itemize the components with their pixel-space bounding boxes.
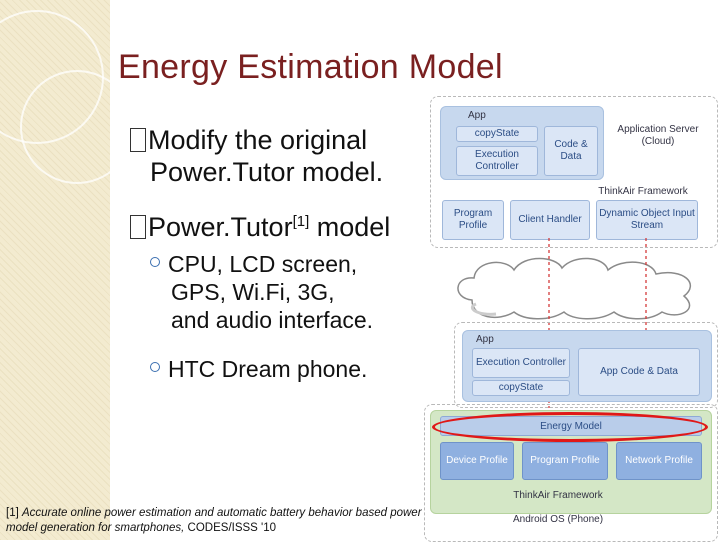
phone-execution-controller-box: Execution Controller	[472, 348, 570, 378]
device-profile-box: Device Profile	[440, 442, 514, 480]
bullet-box-icon	[130, 128, 146, 152]
cloud-shape	[457, 257, 691, 320]
thinkair-architecture-diagram: App copyState Execution Controller Code …	[418, 96, 720, 542]
internet-cloud-icon	[457, 257, 691, 320]
cloud-app-label: App	[468, 110, 486, 121]
cloud-shadow	[470, 302, 497, 316]
cloud-copystate-box: copyState	[456, 126, 538, 142]
bullet-tail: model	[309, 212, 391, 242]
app-code-data-box: App Code & Data	[578, 348, 700, 396]
program-profile-box: Program Profile	[442, 200, 504, 240]
phone-app-frame	[454, 322, 718, 408]
phone-copystate-box: copyState	[472, 380, 570, 396]
bullet-powertutor: Power.Tutor[1] model	[130, 206, 390, 243]
bullet-modify: Modify the original Power.Tutor model.	[130, 124, 383, 188]
sub-bullet-line: CPU, LCD screen,	[168, 251, 358, 277]
dynamic-object-input-stream-box: Dynamic Object Input Stream	[596, 200, 698, 240]
sub-bullet-line: GPS, Wi.Fi, 3G,	[171, 279, 335, 305]
energy-model-highlight	[432, 412, 708, 442]
sub-bullet-ring-icon	[150, 362, 160, 372]
phone-framework-label: ThinkAir Framework	[513, 490, 603, 501]
bullet-box-icon	[130, 215, 146, 239]
sub-bullet-components: CPU, LCD screen, GPS, Wi.Fi, 3G, and aud…	[150, 250, 373, 334]
citation-marker: [1]	[292, 213, 310, 230]
bullet-continuation: Power.Tutor model.	[150, 157, 384, 187]
android-os-label: Android OS (Phone)	[512, 514, 604, 525]
network-profile-box: Network Profile	[616, 442, 702, 480]
cloud-framework-label: ThinkAir Framework	[598, 186, 688, 197]
application-server-label: Application Server (Cloud)	[617, 124, 699, 147]
footnote-paper-title: Accurate online power estimation and aut…	[6, 507, 422, 534]
phone-app-label: App	[476, 334, 494, 345]
bullet-text: Power.Tutor	[148, 212, 293, 242]
connector-lines	[548, 238, 647, 408]
sub-bullet-line: and audio interface.	[171, 307, 374, 333]
client-handler-box: Client Handler	[510, 200, 590, 240]
phone-program-profile-box: Program Profile	[522, 442, 608, 480]
bullet-text: Modify the original	[148, 125, 368, 155]
cloud-server-frame	[430, 96, 718, 248]
footnote: [1] Accurate online power estimation and…	[6, 506, 426, 536]
slide-title: Energy Estimation Model	[118, 48, 503, 86]
sub-bullet-line: HTC Dream phone.	[168, 356, 368, 382]
cloud-execution-controller-box: Execution Controller	[456, 146, 538, 176]
cloud-code-data-box: Code & Data	[544, 126, 598, 176]
footnote-venue: CODES/ISSS '10	[184, 522, 277, 534]
sub-bullet-ring-icon	[150, 257, 160, 267]
sub-bullet-phone: HTC Dream phone.	[150, 355, 367, 383]
footnote-ref: [1]	[6, 507, 22, 519]
decorative-circle	[20, 70, 134, 184]
